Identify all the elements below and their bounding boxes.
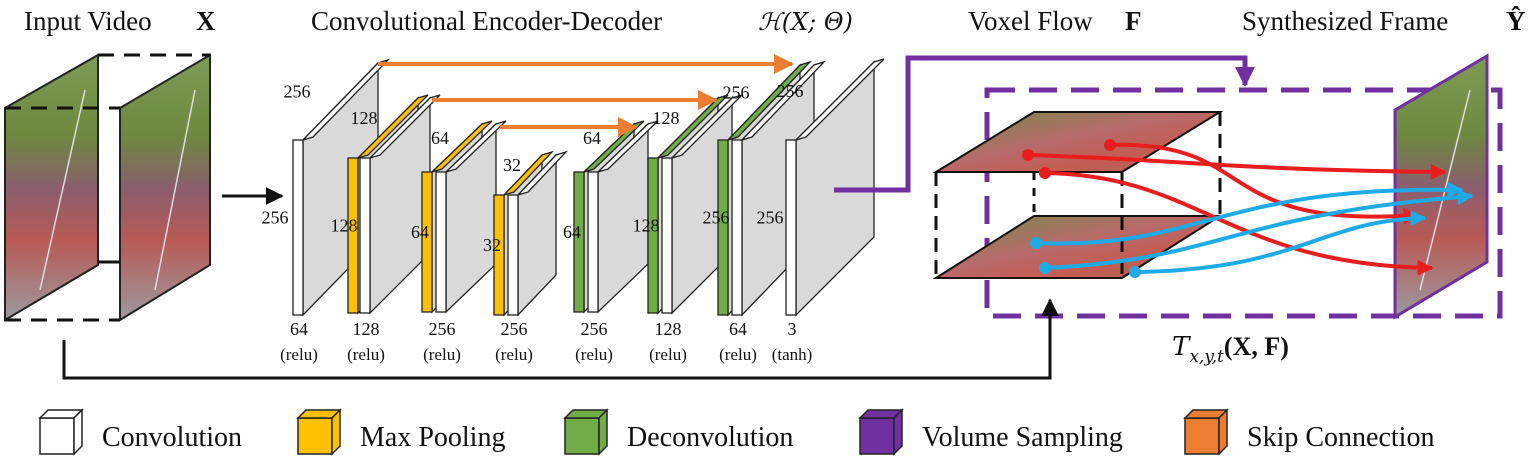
layer-5-top-label: 64 bbox=[583, 128, 601, 148]
layer-6-top-label: 128 bbox=[653, 108, 680, 128]
layer-7-conv-face bbox=[731, 139, 743, 316]
encoder-decoder-symbol: ℋ(X; Θ) bbox=[758, 8, 853, 36]
blue-flow-2 bbox=[1044, 189, 1474, 270]
layer-4-activation: (relu) bbox=[495, 345, 533, 364]
layer-8-channels: 3 bbox=[788, 319, 797, 339]
layer-3-conv-top bbox=[445, 120, 507, 173]
layer-6-conv-top bbox=[671, 94, 743, 159]
layer-5-side-label: 64 bbox=[563, 222, 581, 242]
layer-5-activation: (relu) bbox=[575, 345, 613, 364]
layer-2-conv-face bbox=[359, 157, 371, 314]
layer-5-channels: 256 bbox=[581, 319, 608, 339]
layer-4-top-label: 32 bbox=[503, 155, 521, 175]
red-flow-2 bbox=[1109, 142, 1420, 225]
layer-7-deconv-top bbox=[725, 60, 813, 142]
layer-3-activation: (relu) bbox=[423, 345, 461, 364]
layer-2-pool-top bbox=[357, 94, 429, 159]
legend-label-4: Volume Sampling bbox=[922, 422, 1123, 453]
layer-1-channels: 64 bbox=[290, 319, 308, 339]
layer-2-pool-face bbox=[347, 157, 359, 314]
layer-1-top-label: 256 bbox=[284, 82, 311, 102]
skip-connections bbox=[378, 54, 794, 137]
encoder-decoder-title: Convolutional Encoder-Decoder bbox=[311, 6, 662, 36]
layer-2-top-label: 128 bbox=[351, 108, 378, 128]
input-video-frames bbox=[4, 53, 211, 322]
layer-1-conv-top bbox=[300, 58, 391, 142]
layer-4-side-label: 32 bbox=[483, 235, 501, 255]
legend-label-1: Convolution bbox=[102, 422, 242, 453]
layer-3-top-label: 64 bbox=[431, 128, 449, 148]
legend-swatch-4 bbox=[858, 408, 904, 456]
layer-6-activation: (relu) bbox=[649, 345, 687, 364]
layer-7-deconv-face bbox=[717, 139, 729, 316]
layer-8-conv-face bbox=[785, 139, 797, 316]
layer-3-conv-face bbox=[435, 171, 447, 313]
sampling-function-label: Tx,y,t(X, F) bbox=[1172, 332, 1289, 367]
layer-5-conv-face bbox=[587, 171, 599, 313]
layer-7-conv-top bbox=[739, 60, 827, 142]
layer-6-deconv-top bbox=[657, 94, 729, 159]
synthesized-frame-symbol: Ŷ bbox=[1506, 6, 1526, 36]
synthesized-frame-title: Synthesized Frame bbox=[1242, 6, 1448, 36]
red-flow-1 bbox=[1027, 153, 1447, 180]
layer-7-channels: 64 bbox=[729, 319, 747, 339]
sampling-curves bbox=[1022, 139, 1474, 278]
legend-swatch-3 bbox=[563, 408, 609, 456]
blue-flow-1 bbox=[1035, 181, 1464, 246]
layer-2-activation: (relu) bbox=[347, 345, 385, 364]
layer-8-conv-top bbox=[795, 58, 885, 141]
volume-sampling-box bbox=[984, 87, 1503, 319]
voxel-flow-title: Voxel Flow bbox=[968, 6, 1093, 36]
red-flow-3 bbox=[1044, 171, 1434, 276]
layer-8-side-label: 256 bbox=[757, 208, 784, 228]
layer-5-conv-top bbox=[597, 120, 659, 173]
layer-7-activation: (relu) bbox=[719, 345, 757, 364]
input-video-title: Input Video bbox=[24, 6, 152, 36]
layer-4-pool-face bbox=[493, 194, 505, 316]
layer-7-top-label: 256 bbox=[723, 83, 750, 103]
layer-4-conv-face bbox=[507, 194, 519, 316]
blue-flow-3 bbox=[1134, 210, 1427, 274]
layer-3-side-label: 64 bbox=[411, 222, 429, 242]
layer-4-pool-top bbox=[501, 150, 555, 197]
layer-8-activation: (tanh) bbox=[772, 345, 813, 364]
layer-3-pool-face bbox=[421, 171, 433, 313]
layer-1-side-label: 256 bbox=[262, 208, 289, 228]
legend: Convolution Max Pooling Deconvolution Volum… bbox=[38, 408, 1434, 456]
layer-3-channels: 256 bbox=[429, 319, 456, 339]
legend-label-2: Max Pooling bbox=[360, 422, 505, 453]
layer-6-channels: 128 bbox=[655, 319, 682, 339]
layer-3-pool-top bbox=[431, 120, 493, 173]
layer-2-channels: 128 bbox=[353, 319, 380, 339]
legend-swatch-1 bbox=[38, 408, 84, 456]
layer-6-conv-face bbox=[661, 157, 673, 314]
legend-label-3: Deconvolution bbox=[627, 422, 793, 453]
layer-7-side-label: 256 bbox=[703, 208, 730, 228]
layer-6-side-label: 128 bbox=[633, 216, 660, 236]
legend-swatch-5 bbox=[1183, 408, 1229, 456]
layer-8-top-label: 256 bbox=[777, 81, 804, 101]
layer-6-deconv-face bbox=[647, 157, 659, 314]
input-video-symbol: X bbox=[196, 6, 216, 36]
voxel-flow-arrow bbox=[834, 55, 1255, 193]
voxel-flow-symbol: F bbox=[1125, 6, 1142, 36]
voxel-flow-volume bbox=[932, 111, 1224, 279]
layer-2-side-label: 128 bbox=[331, 216, 358, 236]
layer-4-conv-top bbox=[515, 150, 569, 197]
layer-1-conv-face bbox=[292, 139, 304, 316]
input-to-sampling-arrow bbox=[62, 298, 1059, 380]
legend-swatch-2 bbox=[296, 408, 342, 456]
layer-1-activation: (relu) bbox=[280, 345, 318, 364]
layer-2-conv-top bbox=[369, 94, 441, 159]
encoder-decoder-layers: 256 256 64 (relu) 128 128 128 (relu) 64 64 256 (rel… bbox=[262, 58, 885, 364]
output-frame bbox=[1393, 53, 1489, 320]
legend-label-5: Skip Connection bbox=[1247, 422, 1434, 453]
layer-5-deconv-face bbox=[573, 171, 585, 313]
layer-4-channels: 256 bbox=[501, 319, 528, 339]
